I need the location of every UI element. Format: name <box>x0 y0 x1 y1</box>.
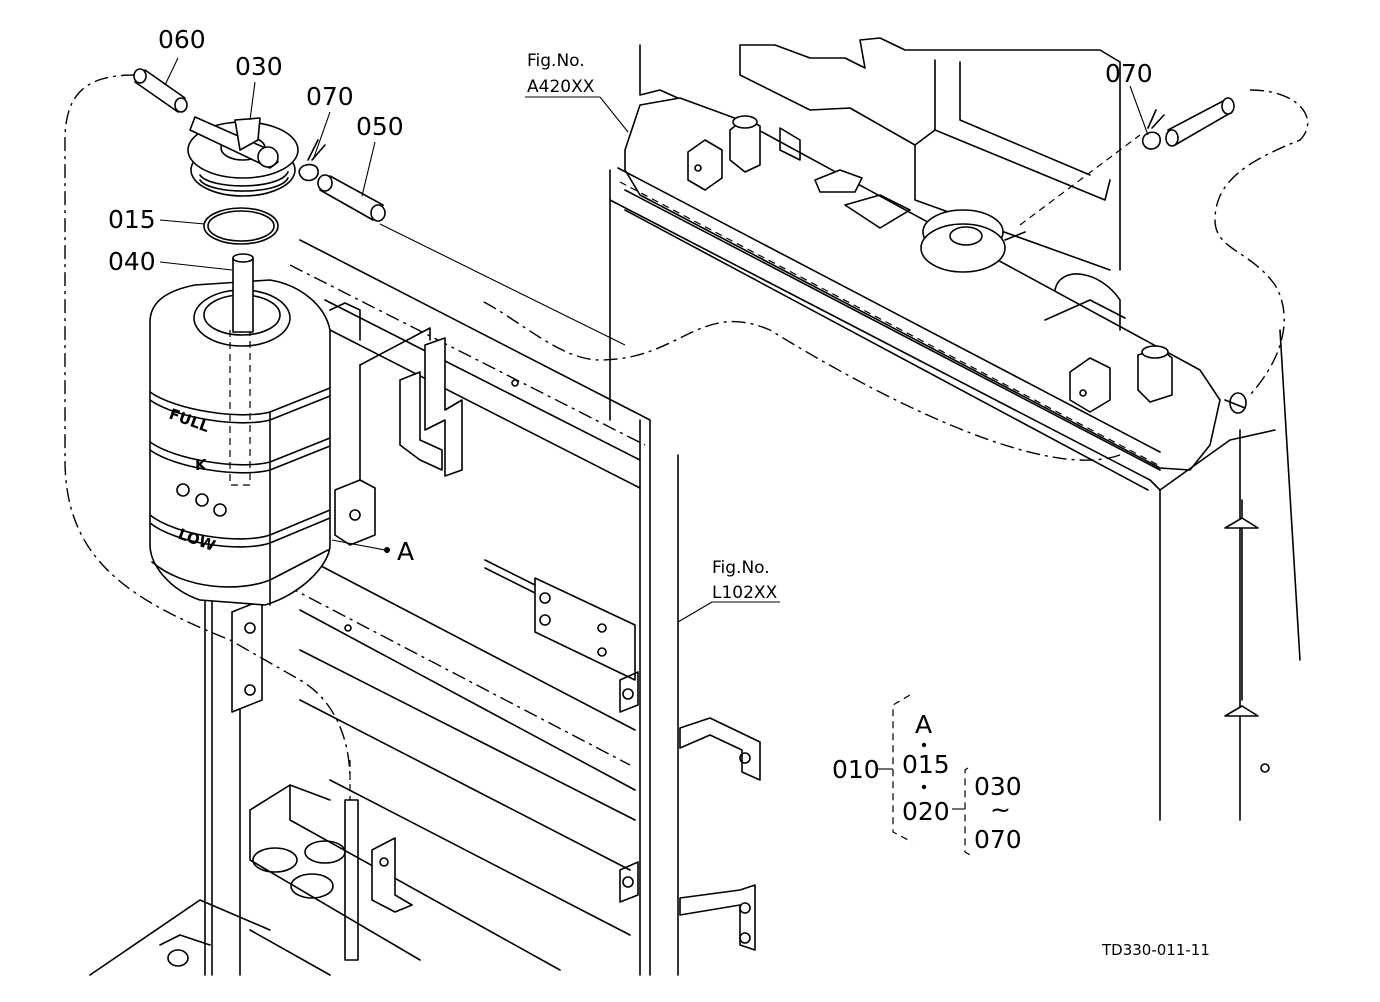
figure-references: Fig.No. A420XX Fig.No. L102XX <box>527 51 778 603</box>
callout-labels: 060 030 070 050 015 040 070 A <box>108 25 1153 566</box>
reserve-tank: FULL K LOW <box>149 279 331 606</box>
tree-node-010: 010 <box>832 755 880 784</box>
radiator-assembly <box>609 37 1301 821</box>
label-050: 050 <box>356 112 404 141</box>
label-030: 030 <box>235 52 283 81</box>
tree-node-015: 015 <box>902 750 950 779</box>
tree-node-070: 070 <box>974 825 1022 854</box>
tree-node-030: 030 <box>974 772 1022 801</box>
tree-node-020: 020 <box>902 797 950 826</box>
assembly-tree: A 010 015 020 030 ~ 070 <box>832 694 1022 857</box>
tank-k-mark: K <box>195 456 208 474</box>
fig-ref-1-title: Fig.No. <box>527 51 585 71</box>
label-015: 015 <box>108 205 156 234</box>
leader-lines <box>159 57 1149 623</box>
fig-ref-2-title: Fig.No. <box>712 558 770 578</box>
drawing-id: TD330-011-11 <box>1101 941 1210 959</box>
label-040: 040 <box>108 247 156 276</box>
tree-node-a: A <box>915 710 932 739</box>
fig-ref-2-number: L102XX <box>712 583 778 603</box>
frame-structure <box>89 239 761 976</box>
label-070-right: 070 <box>1105 59 1153 88</box>
hose-routing <box>64 74 1309 781</box>
label-070-left: 070 <box>306 82 354 111</box>
tree-range-tilde: ~ <box>990 795 1011 824</box>
small-parts <box>133 68 1235 333</box>
label-060: 060 <box>158 25 206 54</box>
label-ref-a: A <box>397 537 414 566</box>
fig-ref-1-number: A420XX <box>527 77 595 97</box>
